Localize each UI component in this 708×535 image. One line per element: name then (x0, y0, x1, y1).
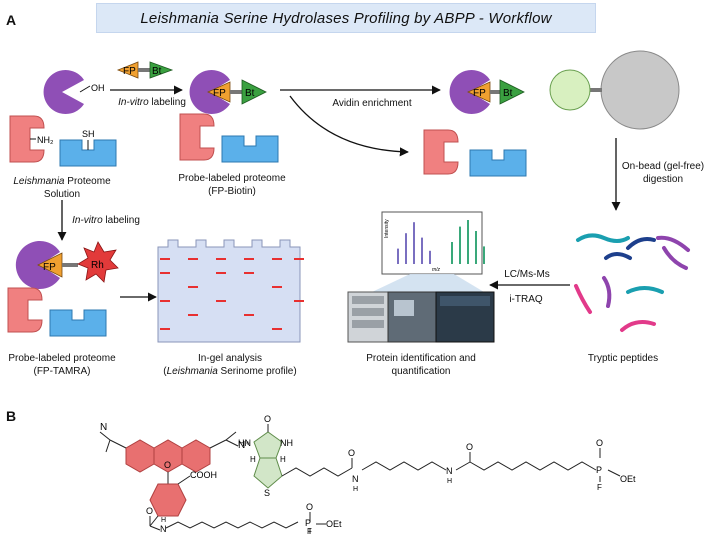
gel-band (216, 272, 226, 274)
panel-label-b: B (6, 408, 17, 424)
gel-band (160, 272, 170, 274)
gel-band (188, 258, 198, 260)
spectrum-peaks (397, 220, 485, 264)
ingel-line1: In-gel analysis (198, 353, 262, 364)
tryptic-label: Tryptic peptides (587, 353, 659, 364)
fp-label-labeled: FP (213, 88, 226, 99)
gel-band (244, 258, 254, 260)
itraq-label: i-TRAQ (509, 294, 543, 305)
red-protein-left (9, 115, 45, 163)
protid-line1: Protein identification and (366, 353, 476, 364)
invitro-left-italic: In-vitro (72, 215, 103, 226)
rh-label: Rh (91, 260, 104, 271)
gel-band (160, 300, 170, 302)
onbead-line1: On-bead (gel-free) (621, 161, 705, 172)
gel-band (272, 286, 282, 288)
fp-label-tamra: FP (43, 262, 56, 273)
gel-bands (160, 258, 304, 330)
gel-band (216, 258, 226, 260)
protid-line2: quantification (391, 366, 451, 377)
oh-label: OH (91, 83, 105, 93)
blue-protein-biotin (221, 135, 279, 163)
nh2-label: NH₂ (37, 135, 54, 145)
ingel-italic: Leishmania (166, 366, 218, 377)
spectrum-projection (372, 274, 484, 292)
red-protein-tamra (7, 287, 43, 333)
tamra-line2: (FP-TAMRA) (33, 366, 91, 377)
biotin-proteome-label: Probe-labeled proteome (FP-Biotin) (170, 172, 294, 198)
bt-label-complex: Bt (503, 88, 513, 99)
spectrum-y-label: Intensity (384, 219, 390, 238)
spectrum-x-label: m/z (432, 267, 441, 273)
onbead-line2: digestion (642, 174, 684, 185)
ingel-rest: Serinome profile) (217, 366, 297, 377)
tryptic-peptides (574, 233, 690, 332)
figure-title: Leishmania Serine Hydrolases Profiling b… (140, 9, 552, 27)
red-protein-biotin (179, 113, 215, 161)
flowthrough-arrow (289, 95, 409, 157)
title-box: Leishmania Serine Hydrolases Profiling b… (96, 3, 596, 33)
biotin-line1: Probe-labeled proteome (178, 173, 286, 184)
protein-id-label: Protein identification and quantificatio… (338, 352, 504, 378)
gel-band (294, 258, 304, 260)
gel-image (157, 239, 301, 343)
gel-band (216, 300, 226, 302)
fp-biotin-probe: FP Bt (116, 61, 174, 79)
onbead-label: On-bead (gel-free) digestion (620, 160, 706, 186)
invitro-labeling-top: In-vitro labeling (106, 96, 198, 109)
invitro-top-rest: labeling (148, 97, 186, 108)
fp-label-complex: FP (473, 88, 486, 99)
blue-protein-left (59, 139, 117, 167)
gel-band (188, 314, 198, 316)
invitro-left-rest: labeling (102, 215, 140, 226)
gel-band (160, 258, 170, 260)
bt-label-probe: Bt (152, 66, 162, 77)
invitro-top-italic: In-vitro (118, 97, 149, 108)
gel-band (160, 328, 170, 330)
gel-band (188, 286, 198, 288)
tamra-proteome-label: Probe-labeled proteome (FP-TAMRA) (0, 352, 124, 378)
proteome-line2: Solution (43, 189, 81, 200)
proteome-italic: Leishmania (13, 176, 65, 187)
ingel-label: In-gel analysis (Leishmania Serinome pro… (160, 352, 300, 378)
avidin-label: Avidin enrichment (332, 98, 412, 109)
labeled-enzyme-biotin: FP Bt (189, 70, 267, 114)
proteome-rest: Proteome (64, 176, 111, 187)
invitro-labeling-left: In-vitro labeling (64, 214, 148, 227)
mass-spectrometer (347, 291, 495, 343)
biotin-line2: (FP-Biotin) (208, 186, 256, 197)
labeled-enzyme-tamra: FP Rh (15, 241, 119, 290)
ingel-open: ( (163, 366, 167, 377)
lcms-label: LC/Ms-Ms (504, 269, 550, 280)
red-protein-flowthrough (423, 129, 459, 175)
enriched-complex: FP Bt (449, 50, 680, 130)
tamra-line1: Probe-labeled proteome (8, 353, 116, 364)
gel-band (272, 258, 282, 260)
bt-label-labeled: Bt (245, 88, 255, 99)
fp-label-probe: FP (123, 66, 136, 77)
panel-label-a: A (6, 12, 17, 28)
blue-protein-tamra (49, 309, 107, 337)
proteome-label: Leishmania Proteome Solution (2, 175, 122, 201)
oh-bond (79, 85, 91, 93)
gel-band (244, 314, 254, 316)
gel-band (244, 272, 254, 274)
gel-band (272, 328, 282, 330)
sh-label: SH (82, 129, 95, 139)
gel-band (294, 300, 304, 302)
serine-hydrolase-enzyme (43, 70, 84, 115)
blue-protein-flowthrough (469, 149, 527, 177)
